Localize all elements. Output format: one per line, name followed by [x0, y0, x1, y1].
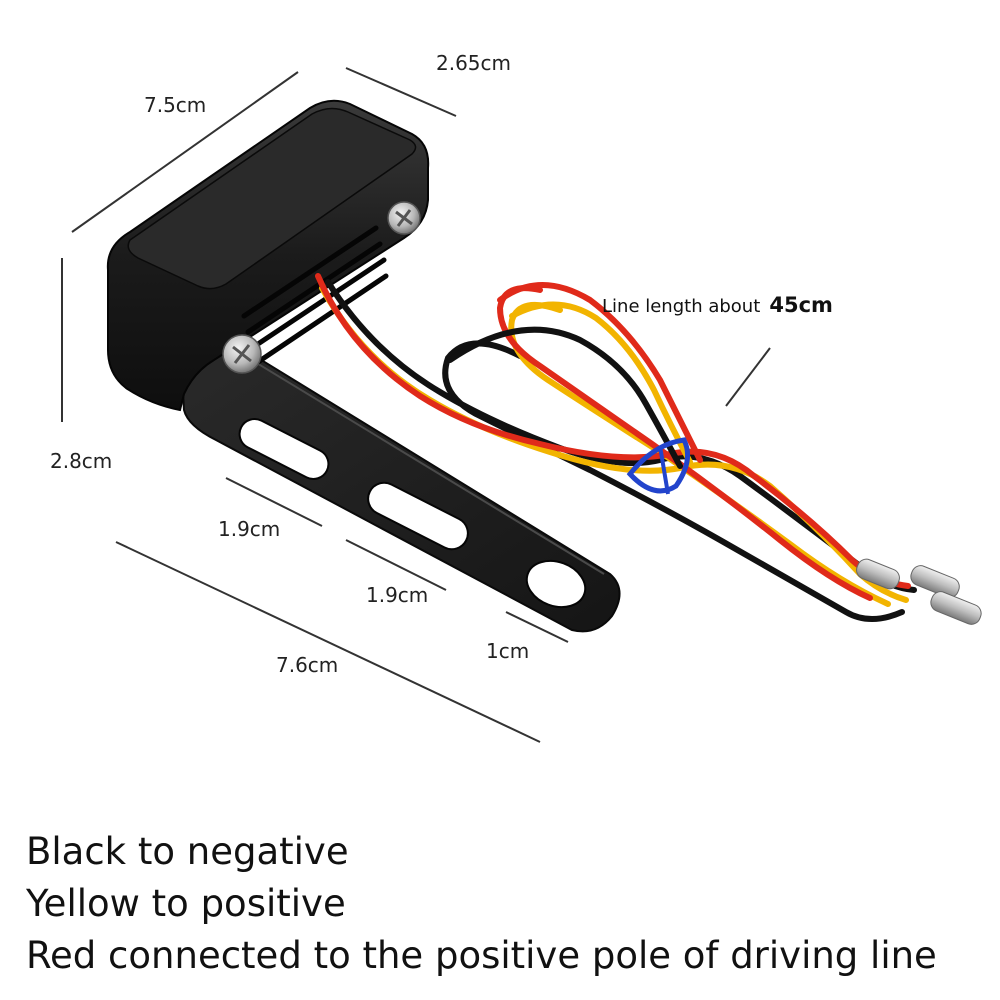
- bracket-slot-2: [367, 481, 469, 551]
- terminal-1: [856, 558, 900, 590]
- wire-yellow-loop: [509, 301, 693, 465]
- light-housing: [106, 99, 430, 412]
- wire-black-loop: [447, 326, 683, 469]
- dim-line-length-top: [71, 71, 299, 233]
- dim-line-hole: [505, 611, 569, 643]
- dim-label-bracket-length: 7.6cm: [276, 653, 338, 677]
- housing-top-face: [127, 107, 417, 290]
- dim-label-slot-2: 1.9cm: [366, 583, 428, 607]
- dim-line-slot-1: [225, 477, 323, 527]
- dim-line-slot-2: [345, 539, 447, 591]
- wire-red-loop: [497, 282, 703, 463]
- wire-length-prefix: Line length about: [602, 296, 760, 317]
- wire-harness: [315, 273, 917, 622]
- wire-terminals: [856, 558, 982, 625]
- wiring-notes: Black to negative Yellow to positive Red…: [26, 826, 986, 982]
- wiring-note-black: Black to negative: [26, 830, 349, 873]
- dim-line-width-top: [345, 67, 457, 117]
- wiring-note-yellow: Yellow to positive: [26, 882, 346, 925]
- dim-label-slot-1: 1.9cm: [218, 517, 280, 541]
- terminal-2: [910, 565, 960, 599]
- wiring-note-red: Red connected to the positive pole of dr…: [26, 934, 937, 977]
- housing-vent-slots: [241, 225, 389, 365]
- bracket-arm: [180, 340, 621, 633]
- dim-line-wire: [725, 347, 771, 407]
- dimension-lines: [61, 67, 771, 743]
- bracket-slot-1: [238, 418, 330, 480]
- dim-label-width-top: 2.65cm: [436, 51, 511, 75]
- dim-line-bracket-length: [115, 541, 541, 743]
- zip-tie: [626, 437, 691, 495]
- dim-label-hole: 1cm: [486, 639, 529, 663]
- dim-label-height-side: 2.8cm: [50, 449, 112, 473]
- wire-length-label: Line length about 45cm: [602, 293, 833, 317]
- dim-label-length-top: 7.5cm: [144, 93, 206, 117]
- wire-red: [315, 273, 911, 601]
- screw-right: [387, 201, 421, 235]
- terminal-3: [930, 591, 982, 625]
- wire-length-value: 45cm: [769, 293, 833, 317]
- screw-left: [222, 334, 262, 374]
- bracket-hole: [525, 559, 587, 609]
